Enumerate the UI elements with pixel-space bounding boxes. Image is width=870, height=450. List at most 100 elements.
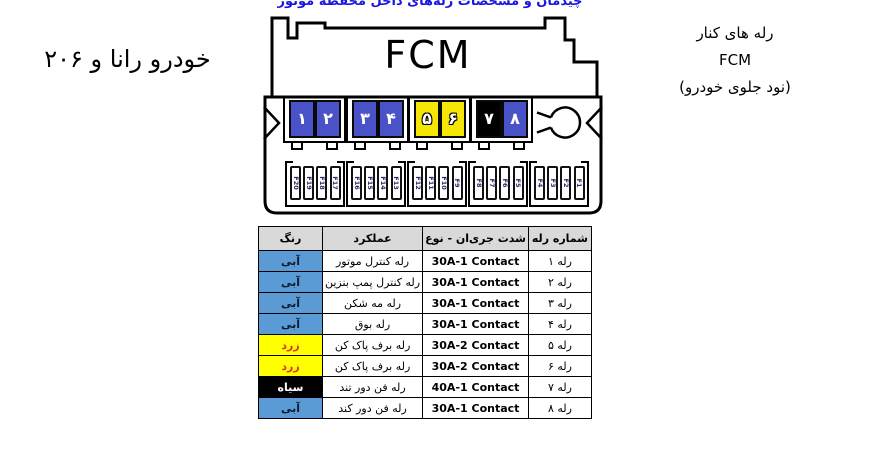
fuse-F11: F11 xyxy=(425,166,437,200)
cell-function: رله کنترل پمپ بنزین xyxy=(321,271,424,293)
cell-color: زرد xyxy=(258,355,323,377)
side-note-line-2: FCM xyxy=(718,51,752,69)
fuse-label: F20 xyxy=(291,176,300,190)
fuse-bracket-2 xyxy=(346,161,406,207)
fuse-F12: F12 xyxy=(412,166,423,200)
relay-block-5: ۵ xyxy=(414,100,440,138)
cell-current-type: 30A-2 Contact xyxy=(422,334,529,356)
cell-function: رله فن دور کند xyxy=(321,397,424,419)
fuse-F2: F2 xyxy=(560,166,572,200)
connector-symbol-icon xyxy=(536,106,582,139)
cell-function: رله مه شکن xyxy=(321,292,424,314)
fuse-label: F5 xyxy=(514,178,523,188)
fuse-F13: F13 xyxy=(390,166,402,200)
fuse-F8: F8 xyxy=(473,166,484,200)
fuse-F16: F16 xyxy=(351,166,362,200)
cell-function: رله کنترل موتور xyxy=(321,250,424,272)
relay-block-1: ۱ xyxy=(289,100,315,138)
relay-block-2: ۲ xyxy=(315,100,341,138)
relay-block-8: ۸ xyxy=(502,100,528,138)
cell-color: سیاه xyxy=(258,376,323,398)
box-top-section xyxy=(270,16,599,97)
fuse-F3: F3 xyxy=(547,166,559,200)
header-relay-number: شماره رله xyxy=(527,226,592,251)
box-body xyxy=(263,95,603,215)
header-color: رنگ xyxy=(258,226,323,251)
fuse-label: F14 xyxy=(378,176,387,190)
fuse-F17: F17 xyxy=(329,166,341,200)
header-function: عملکرد xyxy=(321,226,424,251)
right-chevron xyxy=(585,106,603,140)
cell-current-type: 30A-1 Contact xyxy=(422,250,529,272)
fuse-F20: F20 xyxy=(290,166,301,200)
relay-block-3: ۳ xyxy=(352,100,378,138)
cell-current-type: 30A-1 Contact xyxy=(422,313,529,335)
fuse-bracket-4 xyxy=(468,161,528,207)
fcm-side-note: رله های کنار FCM (نود جلوی خودرو) xyxy=(620,20,850,101)
fuse-F1: F1 xyxy=(573,166,585,200)
cell-color: آبی xyxy=(258,313,323,335)
fuse-F15: F15 xyxy=(364,166,376,200)
fuse-label: F7 xyxy=(487,178,496,188)
fuse-F7: F7 xyxy=(486,166,498,200)
header-current-type: شدت جری‌ان - نوع xyxy=(422,226,529,251)
cell-relay-number: رله ۳ xyxy=(527,292,592,314)
fuse-F19: F19 xyxy=(303,166,315,200)
cell-current-type: 30A-1 Contact xyxy=(422,271,529,293)
fuse-label: F13 xyxy=(392,176,401,190)
fuse-label: F12 xyxy=(413,176,422,190)
fuse-F18: F18 xyxy=(316,166,328,200)
relay-tray-4 xyxy=(470,98,533,150)
vehicle-label: خودرو رانا و ۲۰۶ xyxy=(44,45,211,73)
side-note-line-1: رله های کنار xyxy=(696,24,774,42)
relay-box-outline xyxy=(263,16,603,215)
relay-tray-1 xyxy=(283,98,346,150)
cell-relay-number: رله ۸ xyxy=(527,397,592,419)
cell-current-type: 30A-1 Contact xyxy=(422,397,529,419)
cell-color: آبی xyxy=(258,271,323,293)
cell-relay-number: رله ۵ xyxy=(527,334,592,356)
fuse-label: F1 xyxy=(575,178,584,188)
cell-relay-number: رله ۲ xyxy=(527,271,592,293)
fuse-label: F18 xyxy=(317,176,326,190)
cell-color: آبی xyxy=(258,292,323,314)
fcm-box-label: FCM xyxy=(384,33,472,77)
cell-color: آبی xyxy=(258,397,323,419)
fuse-label: F8 xyxy=(474,178,483,188)
left-chevron xyxy=(263,106,281,140)
fuse-F9: F9 xyxy=(451,166,463,200)
cell-relay-number: رله ۷ xyxy=(527,376,592,398)
cell-color: آبی xyxy=(258,250,323,272)
cell-relay-number: رله ۶ xyxy=(527,355,592,377)
relay-block-4: ۴ xyxy=(378,100,404,138)
cell-current-type: 30A-1 Contact xyxy=(422,292,529,314)
fuse-F6: F6 xyxy=(499,166,511,200)
table-header-row: رنگ عملکرد شدت جری‌ان - نوع شماره رله xyxy=(258,226,592,251)
fuse-label: F9 xyxy=(453,178,462,188)
fuse-F5: F5 xyxy=(512,166,524,200)
relay-block-7: ۷ xyxy=(476,100,502,138)
cell-relay-number: رله ۱ xyxy=(527,250,592,272)
relay-spec-table: رنگ عملکرد شدت جری‌ان - نوع شماره رله آب… xyxy=(258,226,592,419)
fuse-label: F15 xyxy=(365,176,374,190)
cell-function: رله برف پاک کن xyxy=(321,355,424,377)
cell-function: رله بوق xyxy=(321,313,424,335)
fuse-bracket-3 xyxy=(407,161,467,207)
fuse-label: F3 xyxy=(548,178,557,188)
cell-function: رله فن دور تند xyxy=(321,376,424,398)
page-title: چیدمان و مشخصات رله‌های داخل محفظه موتور xyxy=(277,0,583,9)
fuse-F14: F14 xyxy=(377,166,389,200)
fuse-label: F17 xyxy=(331,176,340,190)
relay-block-6: ۶ xyxy=(440,100,466,138)
fuse-label: F10 xyxy=(439,176,448,190)
fuse-label: F19 xyxy=(304,176,313,190)
fuse-bracket-1 xyxy=(285,161,345,207)
